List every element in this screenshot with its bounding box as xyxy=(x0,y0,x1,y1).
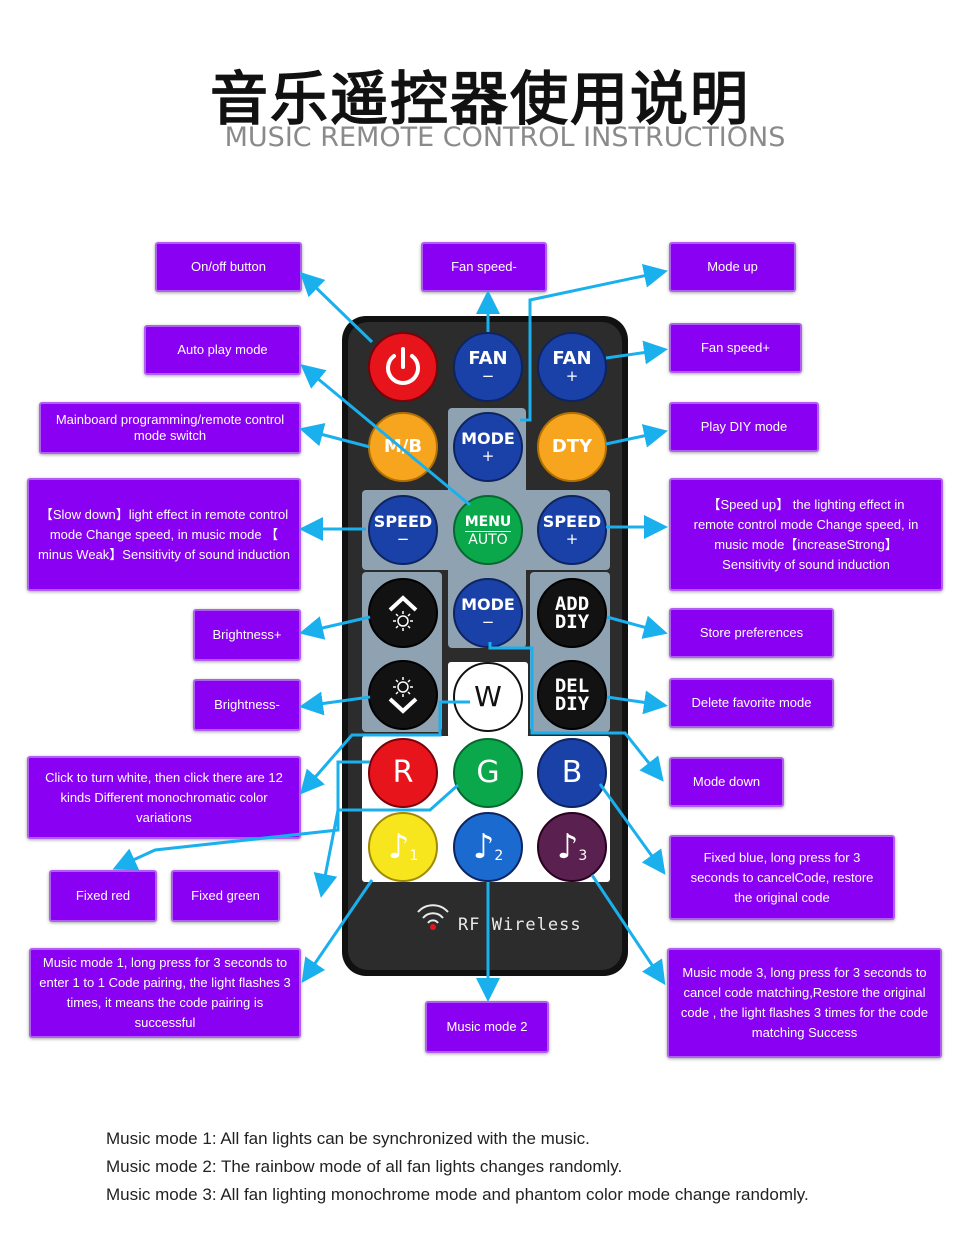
label-brightness-minus: Brightness- xyxy=(193,679,301,731)
white-button[interactable]: W xyxy=(453,662,523,732)
music-note-icon: ♪ xyxy=(472,827,495,867)
label-music-mode-3: Music mode 3, long press for 3 seconds t… xyxy=(667,948,942,1058)
label-fan-speed-plus: Fan speed+ xyxy=(669,323,802,373)
mode-minus-button[interactable]: MODE − xyxy=(453,578,523,648)
speed-plus-button[interactable]: SPEED + xyxy=(537,495,607,565)
label-auto-play: Auto play mode xyxy=(144,325,301,375)
music-mode-1-button[interactable]: ♪ 1 xyxy=(368,812,438,882)
brightness-plus-button[interactable] xyxy=(368,578,438,648)
rf-wireless-label: RF Wireless xyxy=(458,915,582,935)
green-button[interactable]: G xyxy=(453,738,523,808)
label-mode-up: Mode up xyxy=(669,242,796,292)
fan-minus-button[interactable]: FAN − xyxy=(453,332,523,402)
music-note-icon: ♪ xyxy=(387,827,410,867)
fan-plus-button[interactable]: FAN + xyxy=(537,332,607,402)
label-fixed-blue: Fixed blue, long press for 3 seconds to … xyxy=(669,835,895,920)
dty-button[interactable]: DTY xyxy=(537,412,607,482)
note-music-mode-1: Music mode 1: All fan lights can be sync… xyxy=(106,1129,590,1148)
label-mainboard: Mainboard programming/remote control mod… xyxy=(39,402,301,454)
label-fixed-red: Fixed red xyxy=(49,870,157,922)
add-diy-button[interactable]: ADD DIY xyxy=(537,578,607,648)
power-icon xyxy=(386,347,420,385)
brightness-minus-button[interactable] xyxy=(368,660,438,730)
power-button[interactable] xyxy=(368,332,438,402)
music-mode-3-button[interactable]: ♪ 3 xyxy=(537,812,607,882)
label-slow-down: 【Slow down】light effect in remote contro… xyxy=(27,478,301,591)
red-button[interactable]: R xyxy=(368,738,438,808)
page-title: 音乐遥控器使用说明 xyxy=(209,65,750,133)
label-music-mode-2: Music mode 2 xyxy=(425,1001,549,1053)
label-onoff: On/off button xyxy=(155,242,302,292)
label-mode-down: Mode down xyxy=(669,757,784,807)
del-diy-button[interactable]: DEL DIY xyxy=(537,660,607,730)
label-fan-speed-minus: Fan speed- xyxy=(421,242,547,292)
label-brightness-plus: Brightness+ xyxy=(193,609,301,661)
note-music-mode-2: Music mode 2: The rainbow mode of all fa… xyxy=(106,1157,623,1176)
music-mode-2-button[interactable]: ♪ 2 xyxy=(453,812,523,882)
notes: Music mode 1: All fan lights can be sync… xyxy=(106,1125,809,1209)
label-click-white: Click to turn white, then click there ar… xyxy=(27,756,301,839)
speed-minus-button[interactable]: SPEED − xyxy=(368,495,438,565)
menu-auto-button[interactable]: MENU AUTO xyxy=(453,495,523,565)
mode-plus-button[interactable]: MODE + xyxy=(453,412,523,482)
label-store-preferences: Store preferences xyxy=(669,608,834,658)
brightness-up-icon xyxy=(388,595,418,631)
label-speed-up: 【Speed up】 the lighting effect in remote… xyxy=(669,478,943,591)
music-note-icon: ♪ xyxy=(556,827,579,867)
brightness-down-icon xyxy=(388,677,418,714)
page-subtitle: MUSIC REMOTE CONTROL INSTRUCTIONS xyxy=(224,122,786,153)
mb-button[interactable]: M/B xyxy=(368,412,438,482)
note-music-mode-3: Music mode 3: All fan lighting monochrom… xyxy=(106,1185,809,1204)
blue-button[interactable]: B xyxy=(537,738,607,808)
label-fixed-green: Fixed green xyxy=(171,870,280,922)
label-delete-favorite: Delete favorite mode xyxy=(669,678,834,728)
label-music-mode-1: Music mode 1, long press for 3 seconds t… xyxy=(29,948,301,1038)
label-play-diy: Play DIY mode xyxy=(669,402,819,452)
